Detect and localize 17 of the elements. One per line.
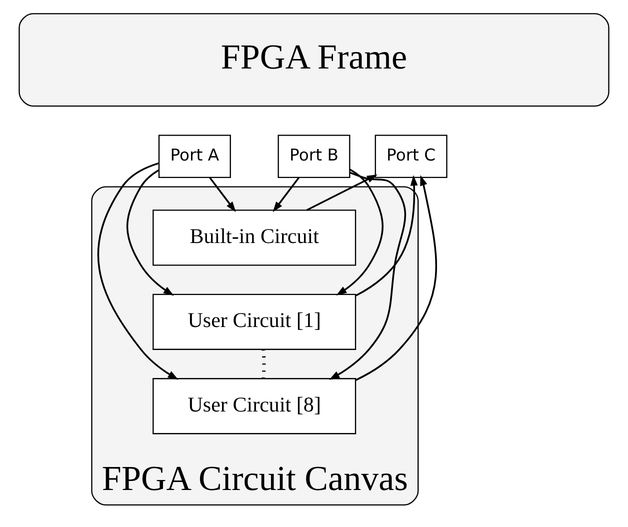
connector — [262, 348, 266, 378]
node-box: User Circuit [8] — [152, 378, 356, 434]
node-box: Port C — [374, 134, 448, 178]
node-box: FPGA Frame — [18, 12, 610, 106]
arrow — [329, 171, 406, 380]
node-box: User Circuit [1] — [152, 293, 356, 350]
arrow — [336, 168, 384, 296]
arrow — [356, 174, 437, 380]
node-box: Built-in Circuit — [152, 209, 356, 266]
arrow — [355, 174, 418, 296]
arrow — [97, 162, 178, 380]
arrow — [272, 176, 300, 212]
node-box: Port A — [158, 134, 231, 178]
node-box: Port B — [278, 134, 350, 178]
arrow — [209, 176, 236, 212]
arrow — [126, 168, 174, 296]
arrow — [306, 174, 378, 210]
